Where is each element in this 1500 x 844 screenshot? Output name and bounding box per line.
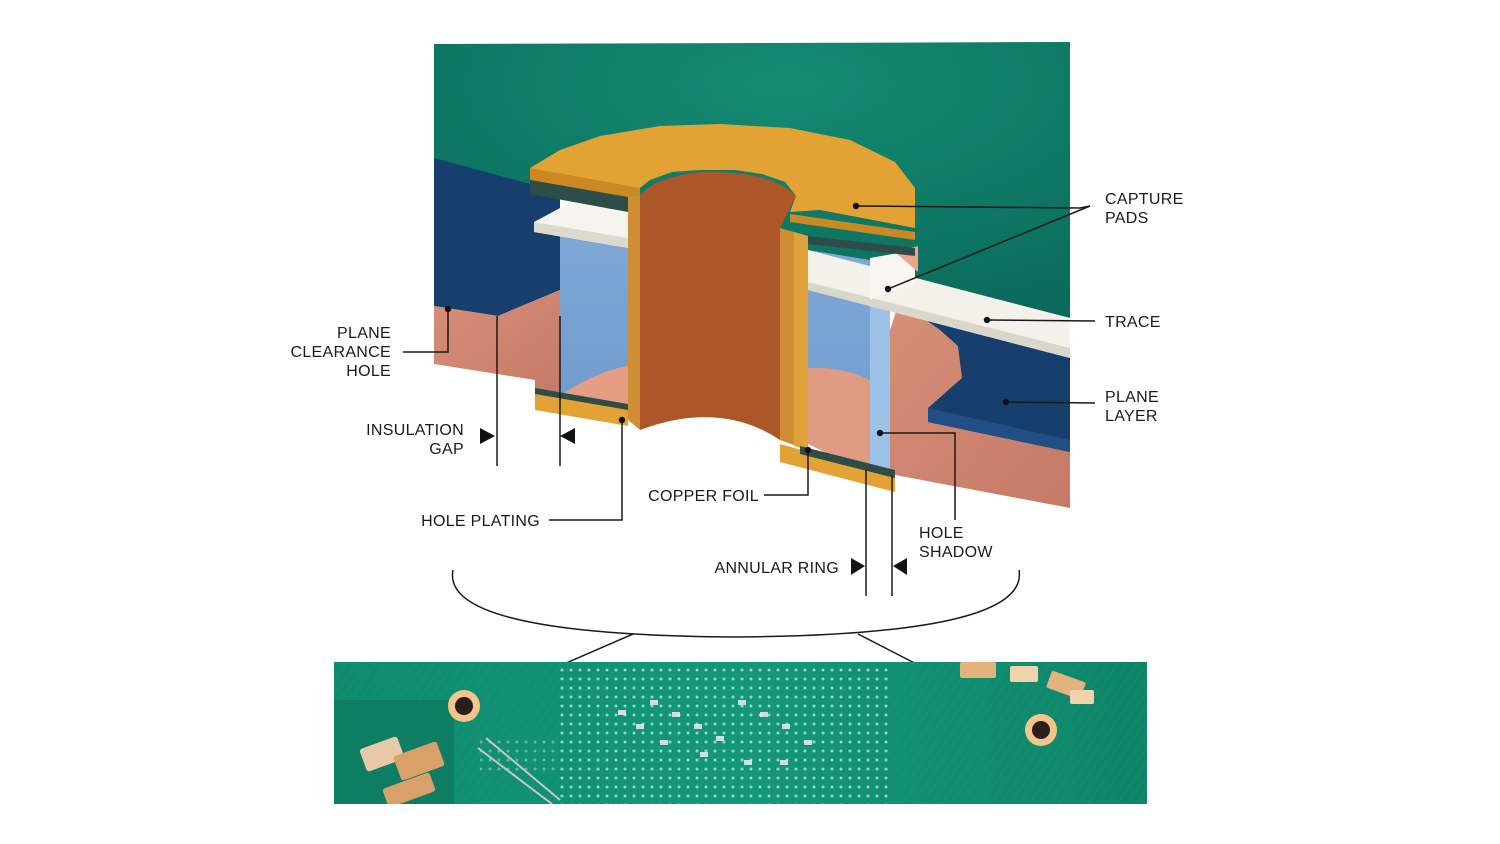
label-plane-clearance-hole-3: HOLE xyxy=(346,363,391,380)
hole-barrel xyxy=(640,171,796,440)
leader-lines xyxy=(403,202,1096,729)
magnify-brace xyxy=(451,569,1021,638)
label-capture-pads-2: PADS xyxy=(1105,210,1149,227)
via-illustration xyxy=(434,42,1070,508)
hole-plating-left-wall xyxy=(628,196,640,430)
trace-pad-junction xyxy=(870,250,915,300)
plane-layer-left xyxy=(434,158,560,316)
pcb-photo xyxy=(334,662,1147,804)
labels: CAPTURE PADS TRACE PLANE LAYER PLANE CLE… xyxy=(290,191,1183,577)
capture-pad-bottom-left xyxy=(535,392,628,426)
hole-shadow xyxy=(870,260,890,474)
label-trace: TRACE xyxy=(1105,314,1161,331)
hole-floor-right xyxy=(808,367,870,474)
label-hole-shadow-2: SHADOW xyxy=(919,544,993,561)
label-annular-ring: ANNULAR RING xyxy=(714,560,839,577)
label-plane-layer-1: PLANE xyxy=(1105,389,1159,406)
capture-pad-top xyxy=(530,124,915,228)
label-capture-pads-1: CAPTURE xyxy=(1105,191,1184,208)
hole-cavity-left xyxy=(560,228,640,410)
label-plane-clearance-hole-2: CLEARANCE xyxy=(290,344,391,361)
label-insulation-gap-2: GAP xyxy=(429,441,464,458)
label-plane-layer-2: LAYER xyxy=(1105,408,1158,425)
label-hole-shadow-1: HOLE xyxy=(919,525,964,542)
label-plane-clearance-hole-1: PLANE xyxy=(337,325,391,342)
label-hole-plating: HOLE PLATING xyxy=(421,513,540,530)
label-copper-foil: COPPER FOIL xyxy=(648,488,759,505)
label-insulation-gap-1: INSULATION xyxy=(366,422,464,439)
